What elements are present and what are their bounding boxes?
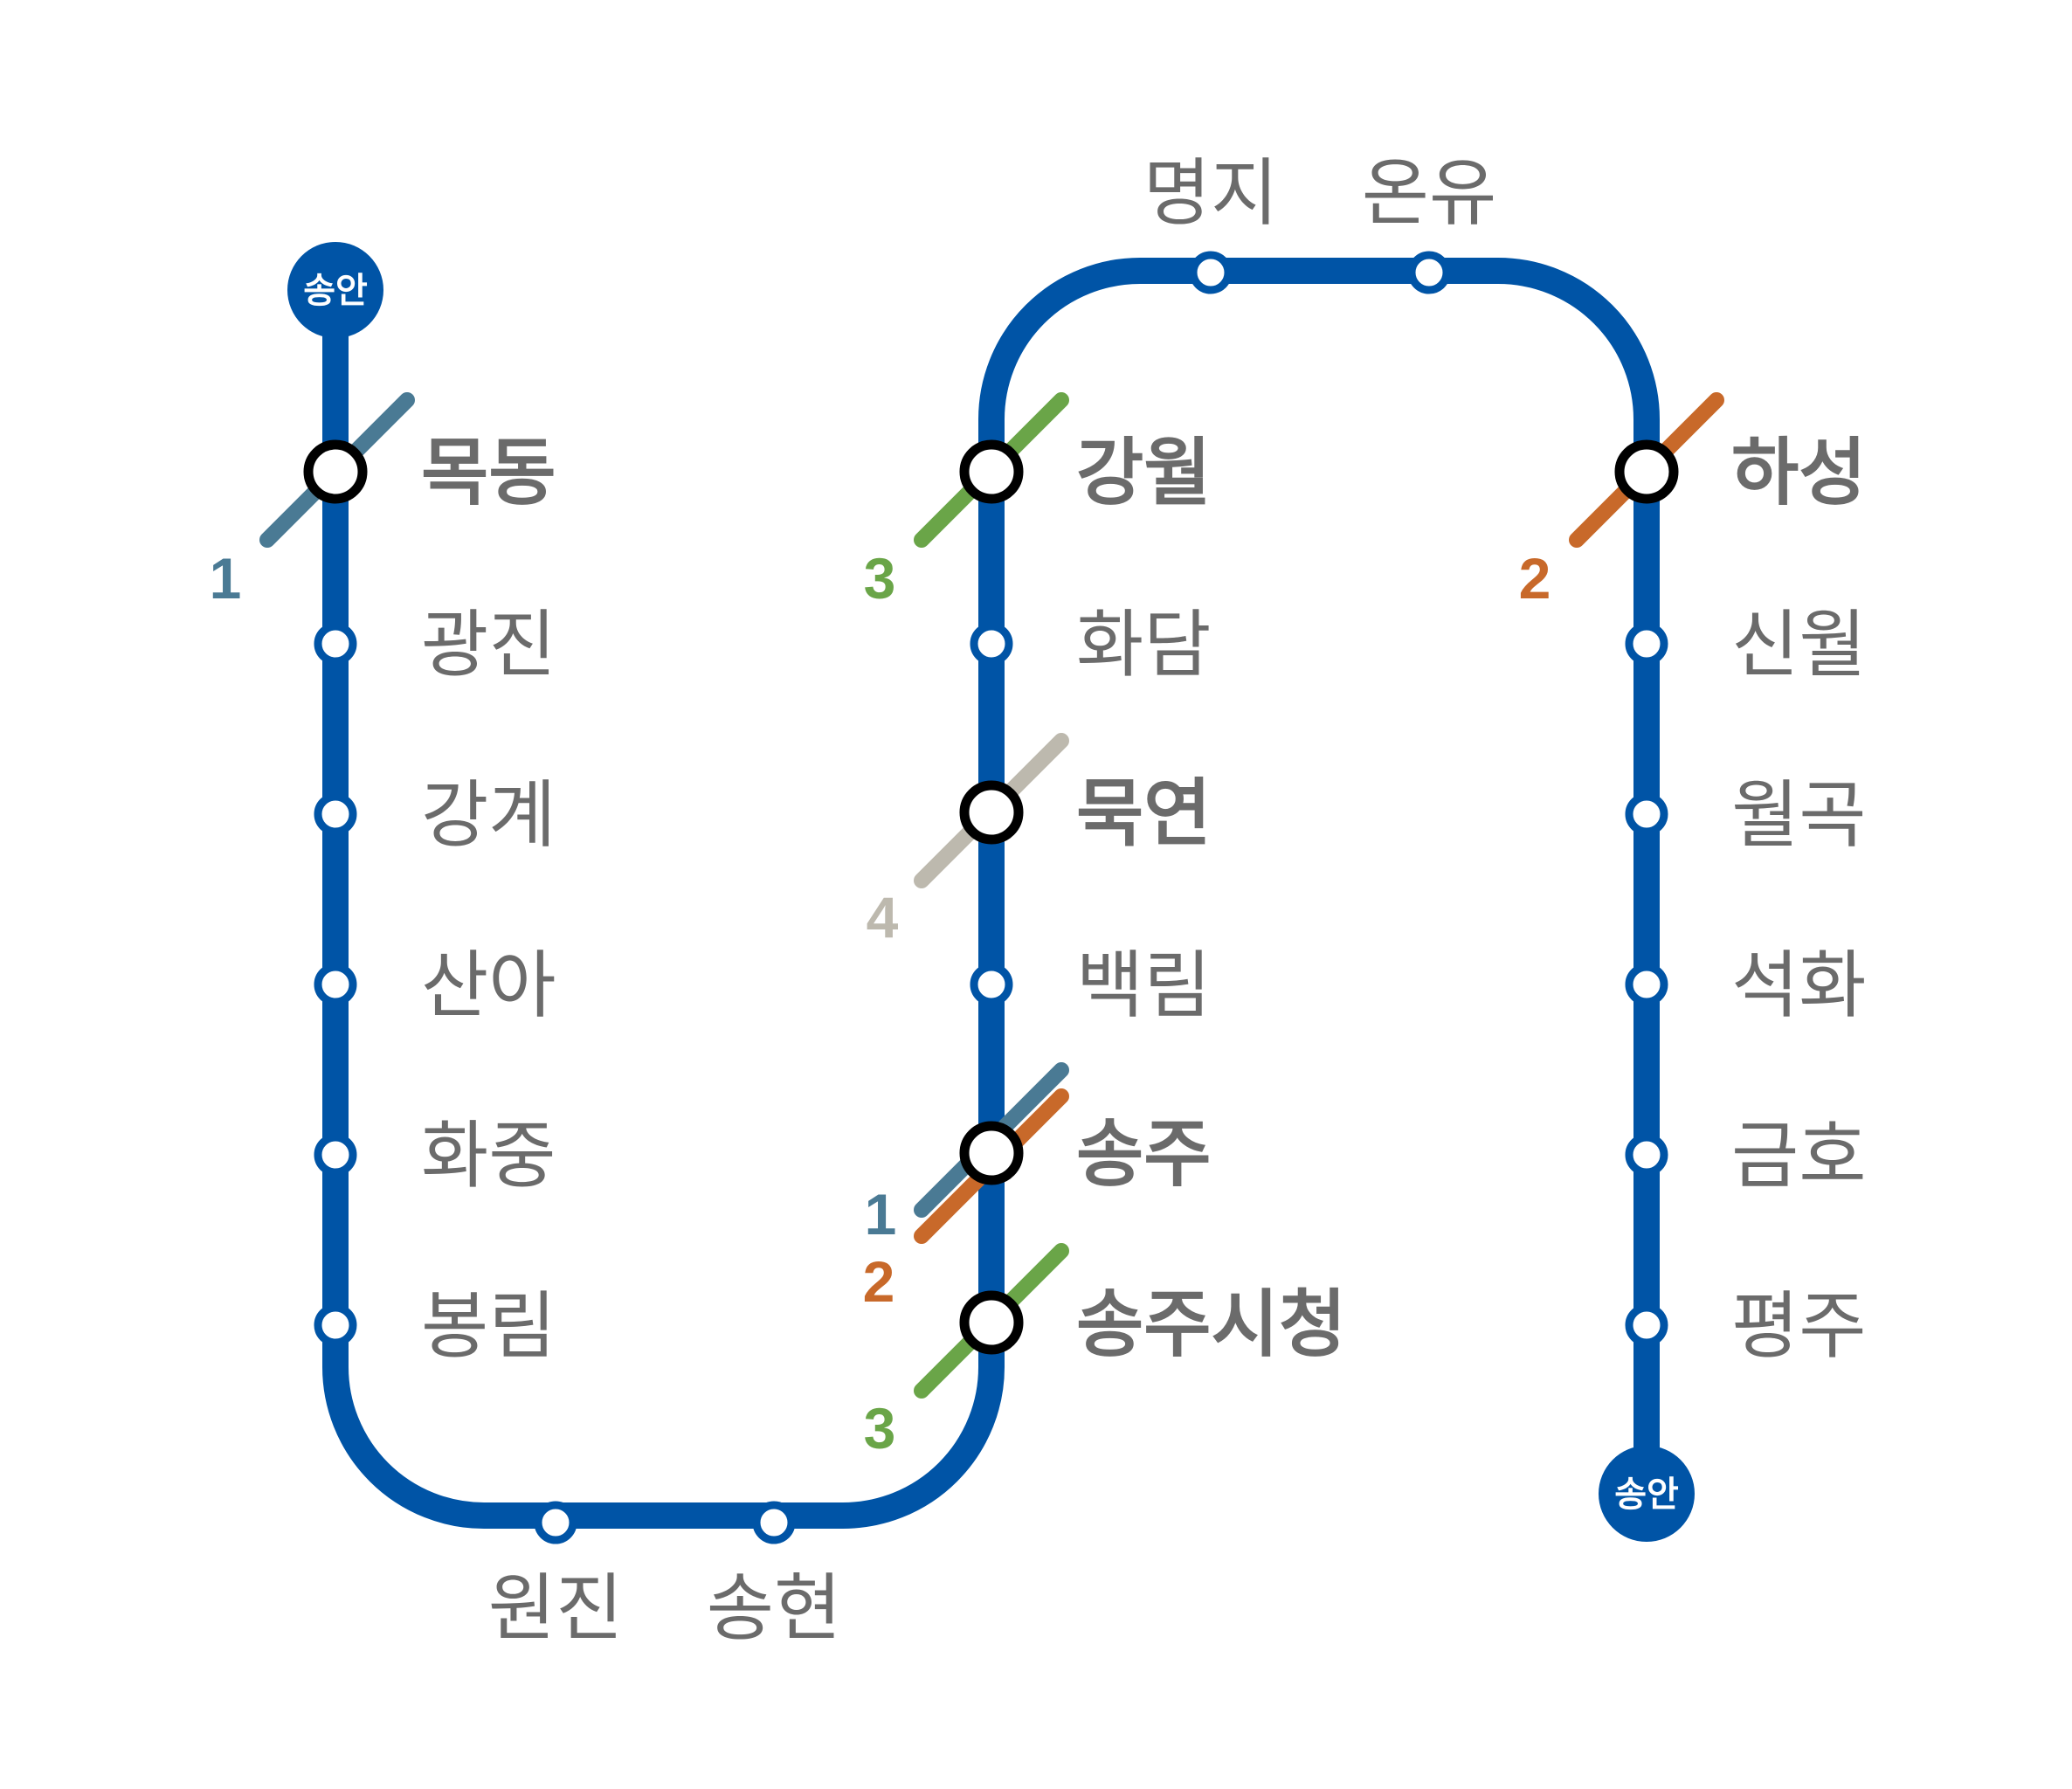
terminal-end[interactable]: 송안	[1599, 1446, 1695, 1542]
line-number-3-songju-cityhall: 3	[864, 1396, 896, 1461]
terminal-start[interactable]: 송안	[287, 242, 383, 338]
station-label-myeongji: 명지	[1143, 150, 1279, 236]
station-labels: 목동 광진 강계 산아 화중 봉림 원진 송현 송주시청 송주 백림 묵연 화담…	[421, 150, 1867, 1651]
station-label-hwajung: 화중	[421, 1113, 556, 1198]
station-label-ganggye: 강계	[421, 772, 556, 858]
station-label-hwadam: 화담	[1076, 602, 1212, 687]
station-marker-baekrim[interactable]	[970, 963, 1013, 1006]
station-label-songju-cityhall: 송주시청	[1076, 1281, 1346, 1367]
station-marker-wolgok[interactable]	[1625, 792, 1668, 836]
station-marker-gwangjin[interactable]	[314, 622, 357, 666]
terminal-start-label: 송안	[303, 271, 368, 311]
station-label-wonjin: 원진	[488, 1565, 624, 1651]
station-label-onyu: 온유	[1362, 150, 1497, 236]
station-label-sana: 산아	[421, 943, 556, 1028]
station-marker-ganggye[interactable]	[314, 792, 357, 836]
station-label-songhyeon: 송현	[707, 1565, 842, 1651]
line-number-1-songju: 1	[865, 1182, 897, 1247]
station-label-pyeongju: 평주	[1731, 1283, 1867, 1369]
transfer-marker-haseong[interactable]	[1614, 439, 1679, 504]
station-marker-myeongji[interactable]	[1189, 251, 1233, 294]
transfer-marker-songju-cityhall[interactable]	[959, 1290, 1024, 1355]
transfer-line-numbers: 1 3 4 1 2 3 2	[210, 546, 1551, 1461]
station-marker-onyu[interactable]	[1407, 251, 1451, 294]
station-marker-seokhwa[interactable]	[1625, 963, 1668, 1006]
station-label-mokdong: 목동	[421, 430, 556, 515]
line-number-2-songju: 2	[863, 1249, 895, 1314]
station-label-sinwol: 신월	[1731, 602, 1867, 687]
station-markers	[314, 251, 1668, 1544]
station-marker-bongrim[interactable]	[314, 1303, 357, 1347]
station-marker-hwadam[interactable]	[970, 622, 1013, 666]
station-label-geumho: 금호	[1731, 1113, 1867, 1198]
station-marker-sinwol[interactable]	[1625, 622, 1668, 666]
station-label-bongrim: 봉림	[421, 1283, 556, 1369]
line-number-1-mokdong: 1	[210, 546, 242, 611]
station-label-mugyeon: 묵연	[1076, 770, 1212, 856]
terminal-start-badge	[287, 242, 383, 338]
terminal-end-badge	[1599, 1446, 1695, 1542]
transfer-marker-gangwol[interactable]	[959, 439, 1024, 504]
station-label-wolgok: 월곡	[1731, 772, 1867, 858]
station-label-gwangjin: 광진	[421, 602, 556, 687]
transfer-marker-songju[interactable]	[959, 1121, 1024, 1185]
station-marker-songhyeon[interactable]	[752, 1501, 796, 1544]
transfer-station-markers	[303, 439, 1679, 1355]
station-label-haseong: 하성	[1731, 430, 1867, 515]
station-marker-wonjin[interactable]	[534, 1501, 577, 1544]
line-number-4-mugyeon: 4	[867, 885, 899, 950]
terminal-end-label: 송안	[1614, 1475, 1679, 1515]
station-label-baekrim: 백림	[1076, 943, 1212, 1028]
main-line-route	[322, 258, 1660, 1529]
station-label-seokhwa: 석화	[1731, 943, 1867, 1028]
station-marker-hwajung[interactable]	[314, 1133, 357, 1177]
station-marker-pyeongju[interactable]	[1625, 1303, 1668, 1347]
station-label-songju: 송주	[1076, 1111, 1212, 1197]
station-marker-sana[interactable]	[314, 963, 357, 1006]
station-label-gangwol: 강월	[1076, 430, 1212, 515]
line-number-2-haseong: 2	[1519, 546, 1551, 611]
station-marker-geumho[interactable]	[1625, 1133, 1668, 1177]
transfer-marker-mokdong[interactable]	[303, 439, 368, 504]
transfer-marker-mugyeon[interactable]	[959, 780, 1024, 845]
line-number-3-gangwol: 3	[864, 546, 896, 611]
